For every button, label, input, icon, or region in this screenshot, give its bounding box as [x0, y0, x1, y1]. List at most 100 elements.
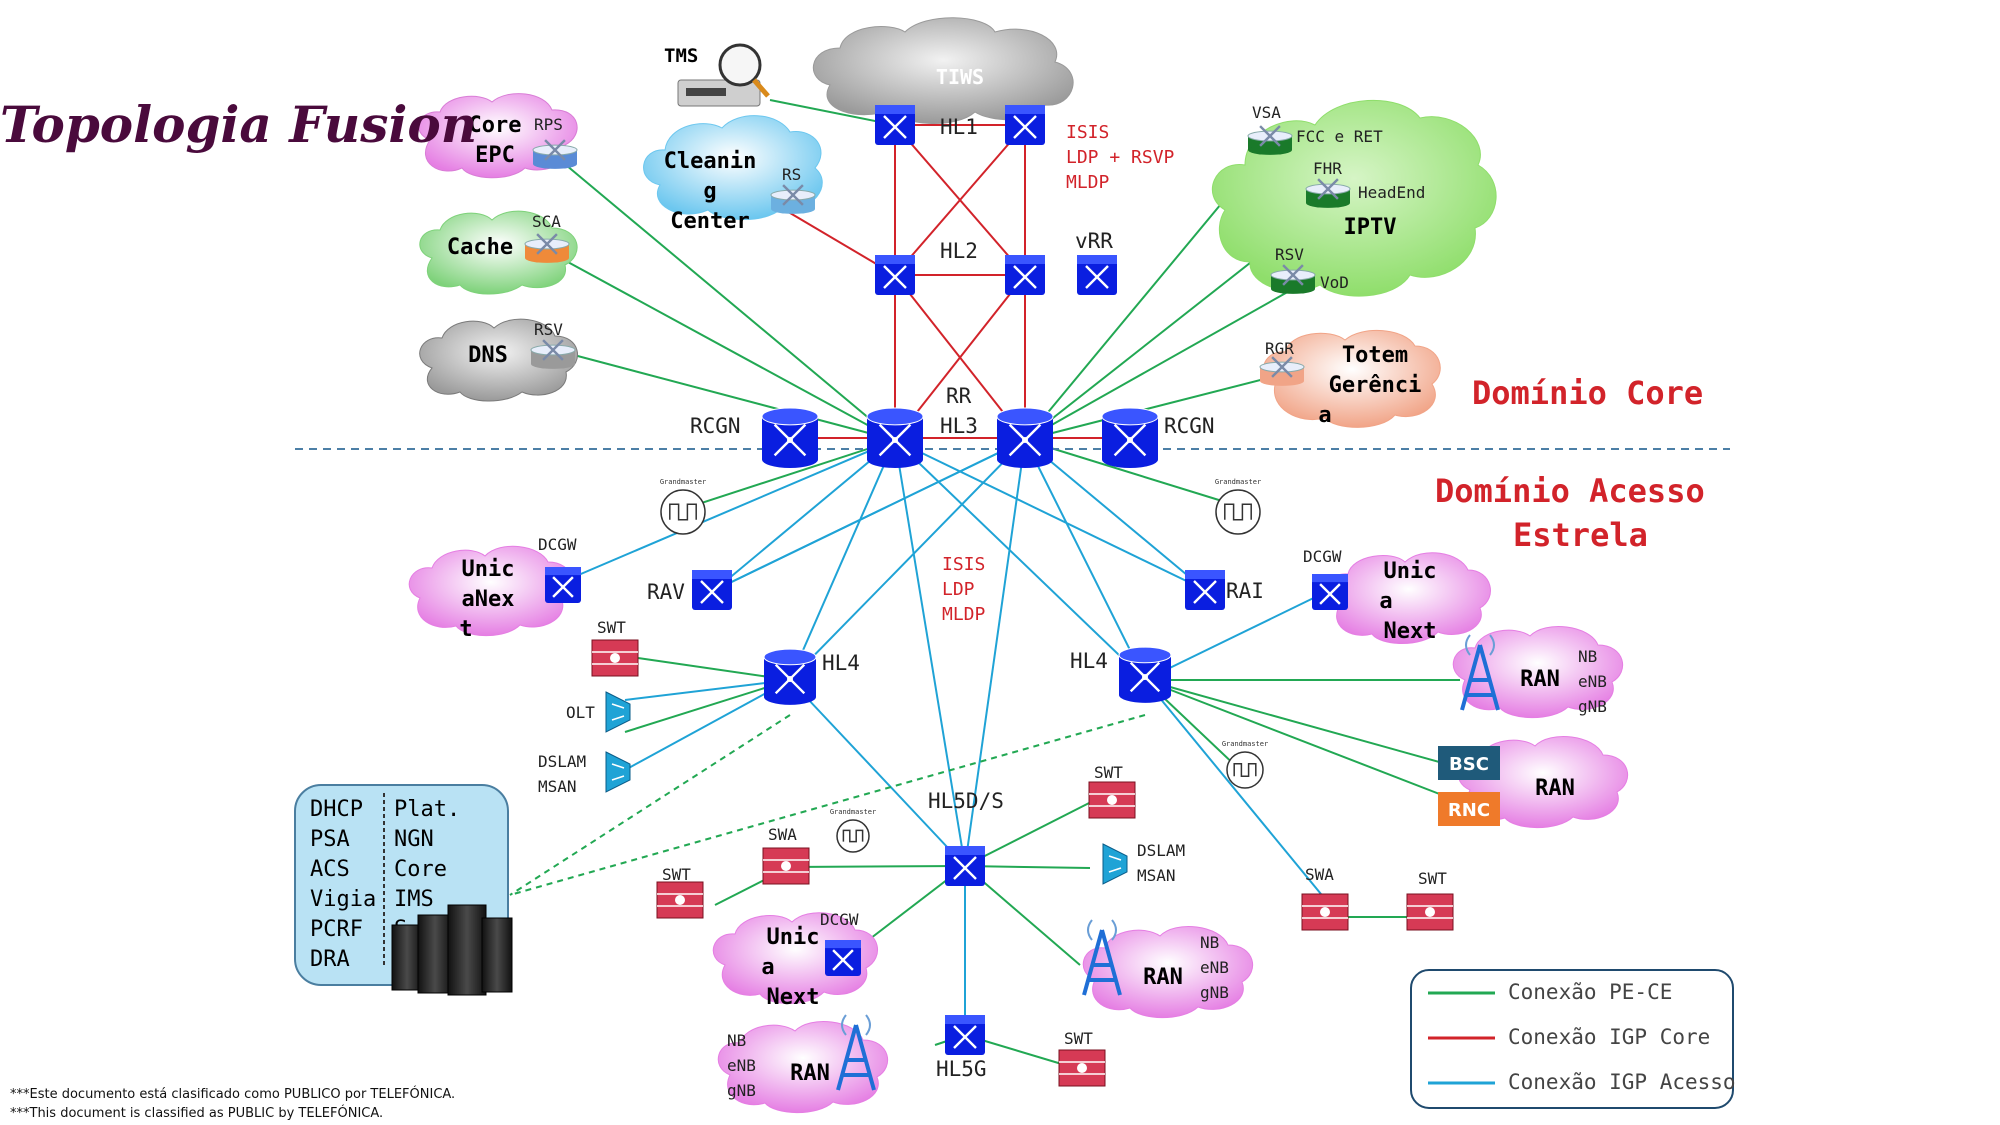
swt-4-label: SWT — [1418, 869, 1447, 888]
router-rgr — [1259, 356, 1305, 386]
router-rcgn-right — [1101, 407, 1159, 468]
msan-left-label: MSAN — [538, 777, 577, 796]
domain-access-sub-label: Estrela — [1513, 516, 1648, 554]
core-epc-line1: Core — [469, 113, 522, 138]
tms-label: TMS — [664, 45, 698, 67]
sca-label: SCA — [532, 212, 561, 231]
cloud-unica-bottom: Unic a Next — [712, 912, 878, 1010]
router-hl5g — [945, 1015, 985, 1055]
hl5g-label: HL5G — [936, 1057, 987, 1081]
links-dc-dashed — [509, 714, 1146, 896]
rnc-label: RNC — [1448, 800, 1490, 821]
swt-3-label: SWT — [662, 865, 691, 884]
dcgw-bottom-label: DCGW — [820, 910, 859, 929]
router-rs — [770, 184, 816, 214]
enb-4-label: eNB — [727, 1056, 756, 1075]
proto-access-2: LDP — [942, 579, 975, 600]
cloud-unica-right: Unic a Next — [1326, 552, 1491, 644]
msan-right-label: MSAN — [1137, 866, 1176, 885]
router-rav — [692, 570, 732, 610]
router-hl4-right — [1118, 646, 1172, 703]
nb-3-label: NB — [1200, 933, 1219, 952]
ran-2-label: RAN — [1535, 776, 1575, 801]
bsc-label: BSC — [1449, 754, 1489, 775]
proto-core-2: LDP + RSVP — [1066, 147, 1175, 168]
dc-left-4: Vigia — [310, 887, 376, 912]
cloud-unica-left: Unic aNex t — [408, 545, 573, 642]
footnote-es: ***Este documento está clasificado como … — [10, 1086, 455, 1102]
enb-1-label: eNB — [1578, 672, 1607, 691]
router-hl3-right — [996, 407, 1054, 468]
ran-3-label: RAN — [1143, 965, 1183, 990]
switch-swt-1 — [591, 639, 639, 677]
router-hl1-left — [875, 105, 915, 145]
rcgn-right-label: RCGN — [1164, 414, 1215, 438]
router-hl1-right — [1005, 105, 1045, 145]
router-hl2-left — [875, 255, 915, 295]
unica-left-line2: aNex — [462, 587, 515, 612]
router-hl2-right — [1005, 255, 1045, 295]
router-rcgn-left — [761, 407, 819, 468]
vod-label: VoD — [1320, 273, 1349, 292]
olt-label: OLT — [566, 703, 595, 722]
dcgw-left-label: DCGW — [538, 535, 577, 554]
dc-left-3: ACS — [310, 857, 350, 882]
switch-swa-1 — [762, 847, 810, 885]
domain-core-label: Domínio Core — [1472, 374, 1703, 412]
server-rack-icon — [391, 904, 513, 996]
rcgn-left-label: RCGN — [690, 414, 741, 438]
dslam-left-label: DSLAM — [538, 752, 586, 771]
dc-left-2: PSA — [310, 827, 350, 852]
cloud-cache: Cache — [419, 210, 578, 295]
unica-left-line1: Unic — [462, 557, 515, 582]
totem-line1: Totem — [1342, 343, 1408, 368]
fhr-label: FHR — [1313, 159, 1342, 178]
rnc-box: RNC — [1438, 792, 1500, 826]
vrr-label: vRR — [1075, 229, 1113, 253]
legend-label-igp-core: Conexão IGP Core — [1508, 1025, 1710, 1049]
enb-3-label: eNB — [1200, 958, 1229, 977]
dc-right-2: NGN — [394, 827, 434, 852]
router-hl5ds — [945, 846, 985, 886]
fcc-ret-label: FCC e RET — [1296, 127, 1383, 146]
grandmaster-label: Grandmaster — [660, 478, 706, 486]
hl2-label: HL2 — [940, 239, 978, 263]
hl4-right-label: HL4 — [1070, 649, 1108, 673]
router-dcgw-bottom — [825, 940, 861, 976]
dc-right-3: Core — [394, 857, 447, 882]
gnb-4-label: gNB — [727, 1081, 756, 1100]
switch-swt-2 — [1088, 781, 1136, 819]
dc-left-5: PCRF — [310, 917, 363, 942]
switch-swt-3 — [656, 881, 704, 919]
rai-label: RAI — [1226, 579, 1264, 603]
legend-label-pece: Conexão PE-CE — [1508, 980, 1672, 1004]
switch-swa-2 — [1301, 893, 1349, 931]
proto-access-1: ISIS — [942, 554, 985, 575]
cloud-ran-2: RAN — [1457, 735, 1628, 829]
tiws-label: TIWS — [936, 65, 984, 89]
proto-core-3: MLDP — [1066, 172, 1110, 193]
legend-label-igp-access: Conexão IGP Acesso — [1508, 1070, 1736, 1094]
dc-left-6: DRA — [310, 947, 350, 972]
gnb-1-label: gNB — [1578, 697, 1607, 716]
page-title: Topologia Fusion — [0, 95, 477, 154]
grandmaster-label: Grandmaster — [1222, 740, 1268, 748]
cloud-totem-gerencia: Totem Gerênci a — [1262, 329, 1441, 428]
rgr-label: RGR — [1265, 339, 1294, 358]
grandmaster-label: Grandmaster — [830, 808, 876, 816]
rsv-dns-label: RSV — [534, 320, 563, 339]
router-rps — [532, 139, 578, 169]
unica-right-line1: Unic — [1384, 559, 1437, 584]
ran-tower-3 — [1082, 919, 1122, 996]
router-vsa — [1247, 125, 1293, 155]
router-hl4-left — [763, 648, 817, 705]
cloud-ran-4: RAN — [717, 1020, 888, 1114]
hl4-left-label: HL4 — [822, 651, 860, 675]
ran-tower-4 — [836, 1014, 876, 1091]
dc-right-1: Plat. — [394, 797, 460, 822]
nb-4-label: NB — [727, 1031, 746, 1050]
unica-right-line2: a — [1379, 589, 1392, 614]
olt-icon — [605, 691, 631, 733]
